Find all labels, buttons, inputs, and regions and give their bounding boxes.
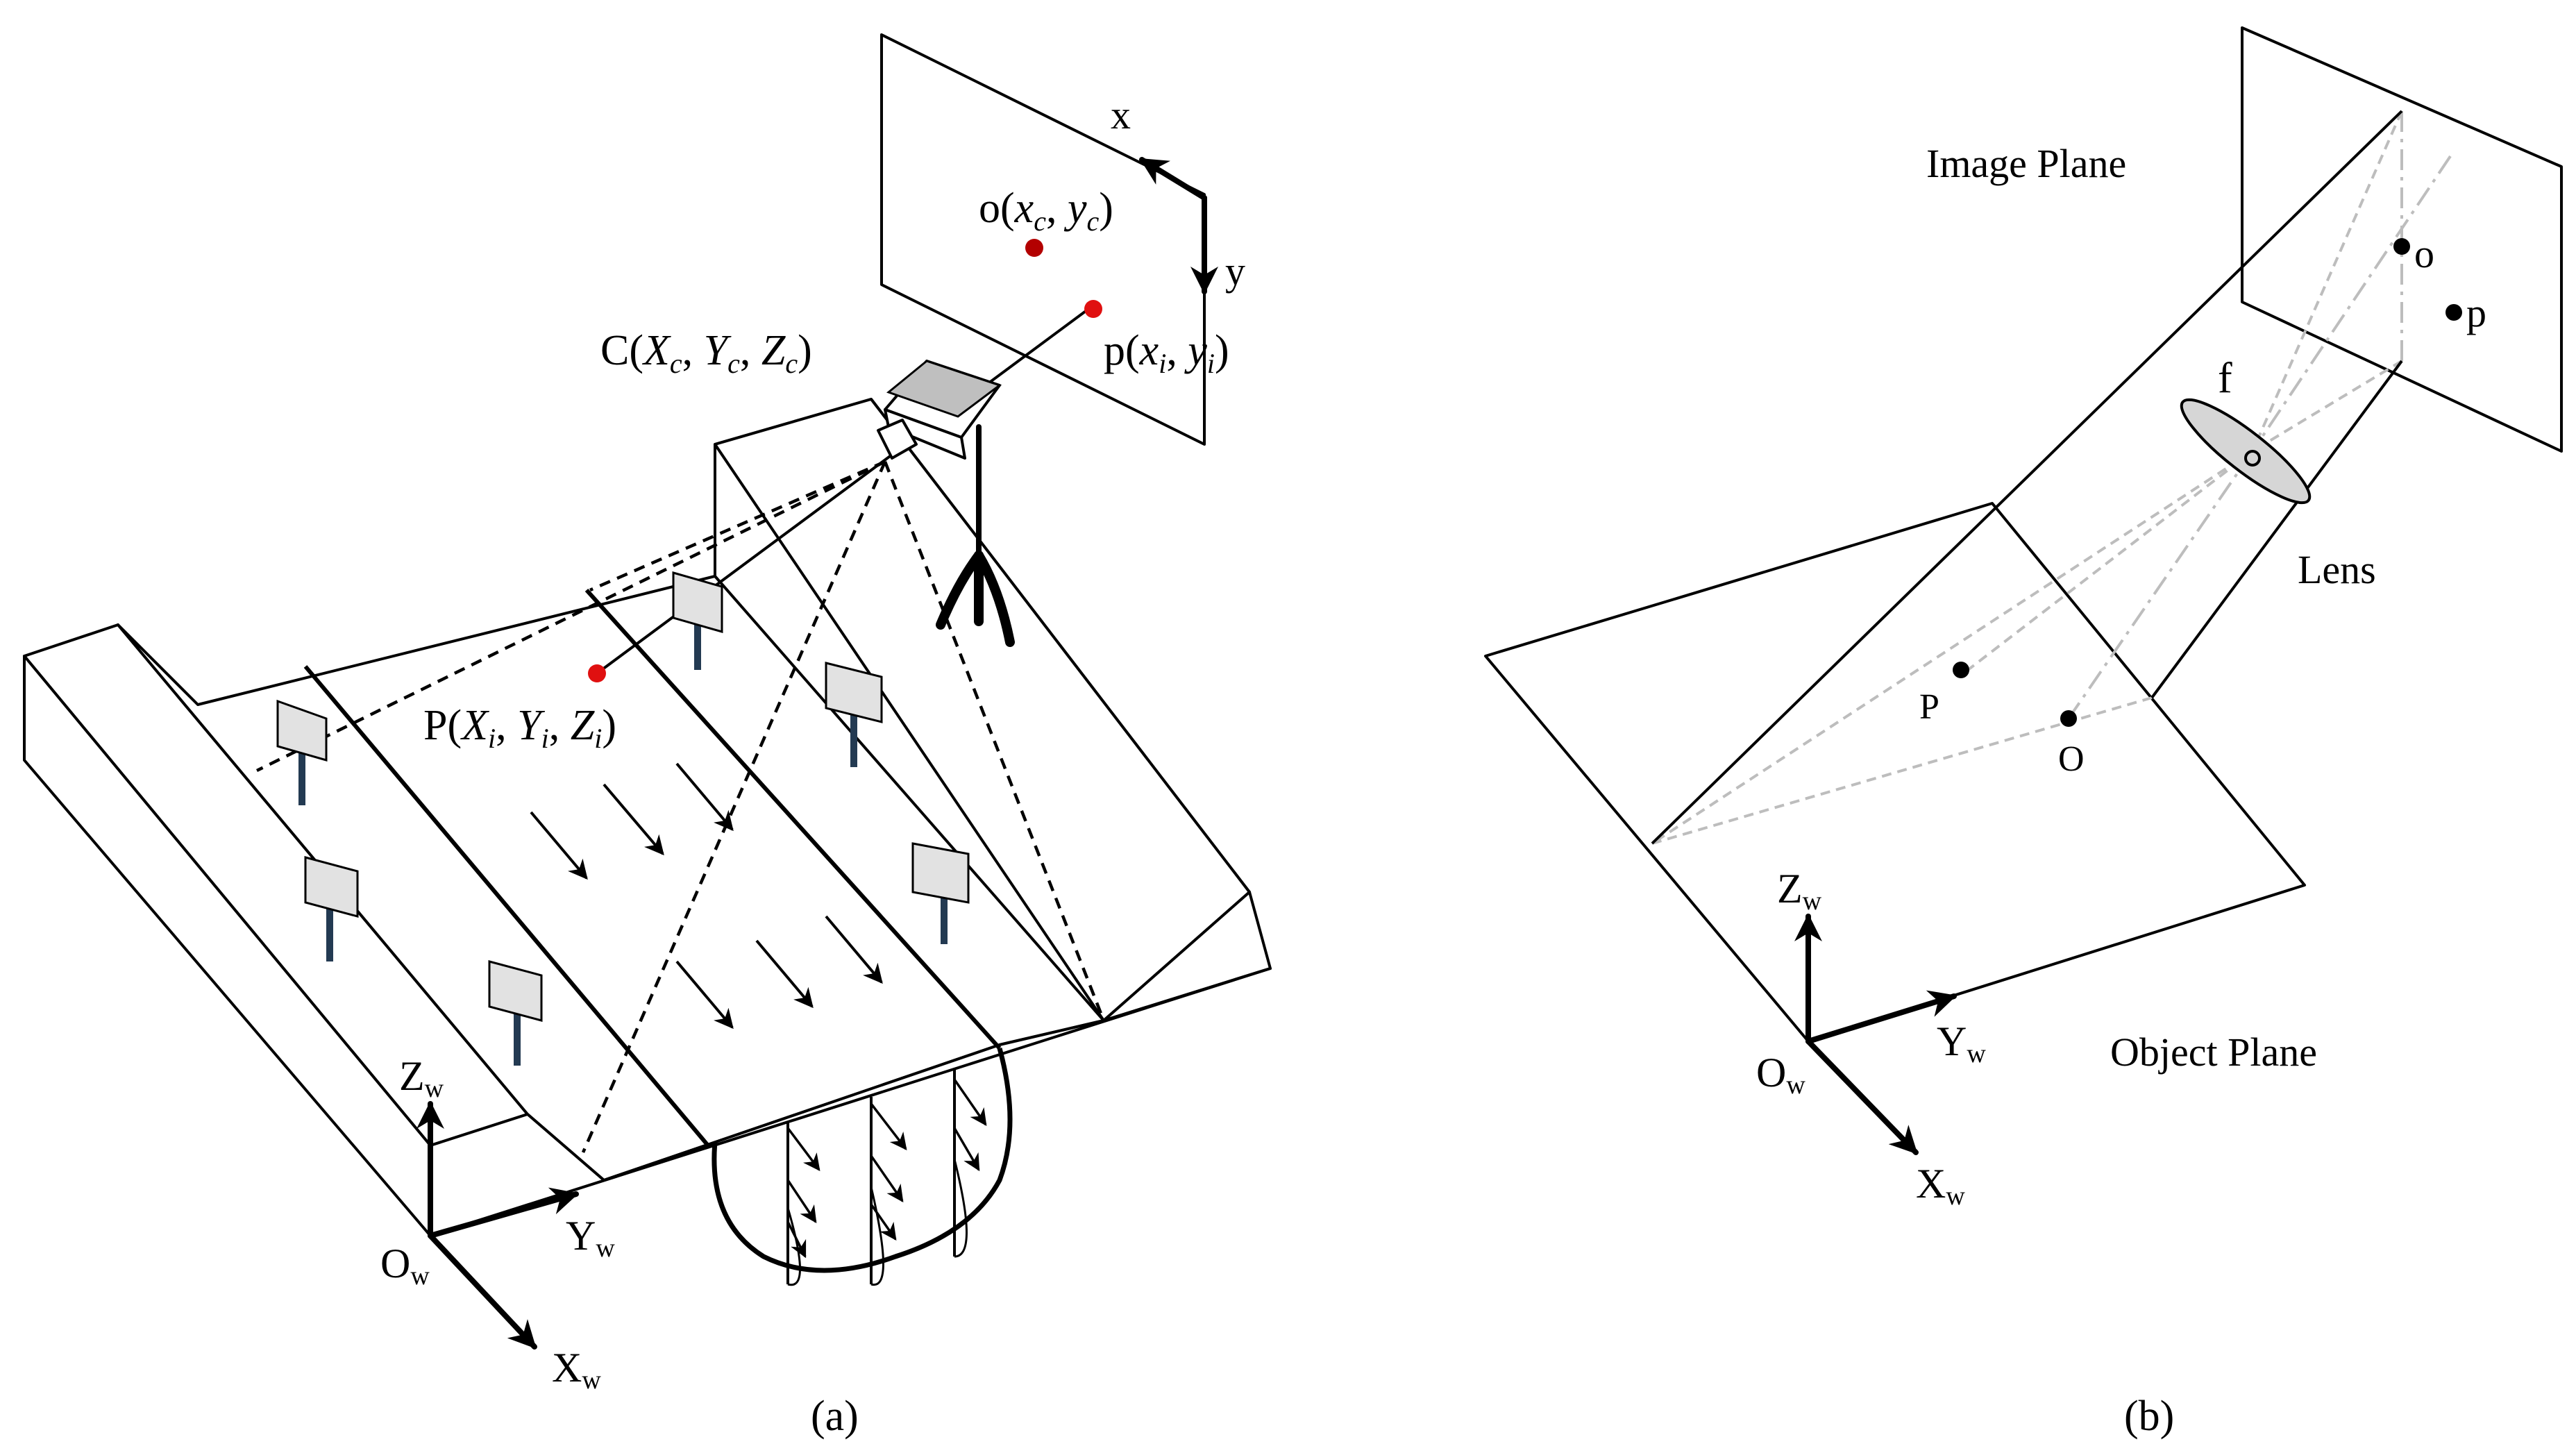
principal-point-o [1025,239,1043,257]
image-axis-x-arrow [1139,157,1207,201]
axis-y-label-b: Yw [1937,1018,1986,1068]
world-axes-b [1794,914,1957,1155]
channel-line-3 [714,575,1105,1022]
point-P-label: P [1919,687,1939,727]
object-plane [1484,502,2306,1043]
camera-icon [877,360,1002,460]
proj-line-2 [2150,360,2403,699]
point-p-label: p [2466,290,2486,335]
image-point-p [1084,300,1102,318]
point-O-label: O [2058,739,2085,779]
tripod-icon [936,424,1015,647]
principal-point-label: o(xc, yc) [979,185,1113,237]
sign-1 [276,699,328,805]
origin-label-b: Ow [1756,1050,1805,1100]
fov-line-3 [883,461,1106,1021]
focal-label: f [2218,355,2232,402]
fov-line-2 [581,461,887,1153]
axis-z-label-b: Zw [1777,866,1822,916]
caption-a: (a) [811,1393,859,1440]
image-point-label: p(xi, yi) [1104,327,1229,379]
world-point-P [588,664,606,682]
point-P-b [1953,662,1969,678]
point-p-b [2445,304,2462,321]
control-point-signs [276,571,970,1066]
image-axis-x-label: x [1111,92,1131,137]
image-plane-label: Image Plane [1926,141,2126,186]
sign-2 [304,856,359,961]
camera-center-label: C(Xc, Yc, Zc) [600,327,812,379]
caption-b: (b) [2124,1393,2174,1440]
fov-line-4 [589,460,886,592]
axis-x-label-b: Xw [1916,1161,1965,1211]
origin-label-a: Ow [380,1241,430,1291]
velocity-profile [712,1048,1013,1286]
sign-4 [672,571,723,670]
focal-point [2244,450,2261,467]
sign-5 [825,662,883,767]
image-plane-a [880,33,1206,446]
axis-z-label-a: Zw [399,1053,444,1103]
sign-3 [488,960,543,1066]
panel-b-diagram [1484,26,2563,1155]
image-axis-y-label: y [1225,249,1245,294]
world-point-label: P(Xi, Yi, Zi) [423,702,616,754]
fov-line-1 [256,460,886,773]
lens-label: Lens [2298,547,2376,592]
object-plane-label: Object Plane [2110,1030,2317,1075]
world-axes-a [416,1101,579,1350]
proj-line-1 [1651,110,2403,845]
flow-arrows [530,762,883,1030]
lens-icon [2180,398,2312,505]
axis-x-label-a: Xw [552,1345,601,1395]
channel-line-1 [303,665,710,1147]
panel-a-diagram [23,33,1272,1350]
channel-line-2 [584,588,1002,1050]
point-o-label: o [2414,231,2434,276]
point-O-b [2060,710,2077,727]
axis-y-label-a: Yw [566,1213,615,1263]
point-o-b [2393,238,2410,255]
sign-6 [911,842,970,944]
